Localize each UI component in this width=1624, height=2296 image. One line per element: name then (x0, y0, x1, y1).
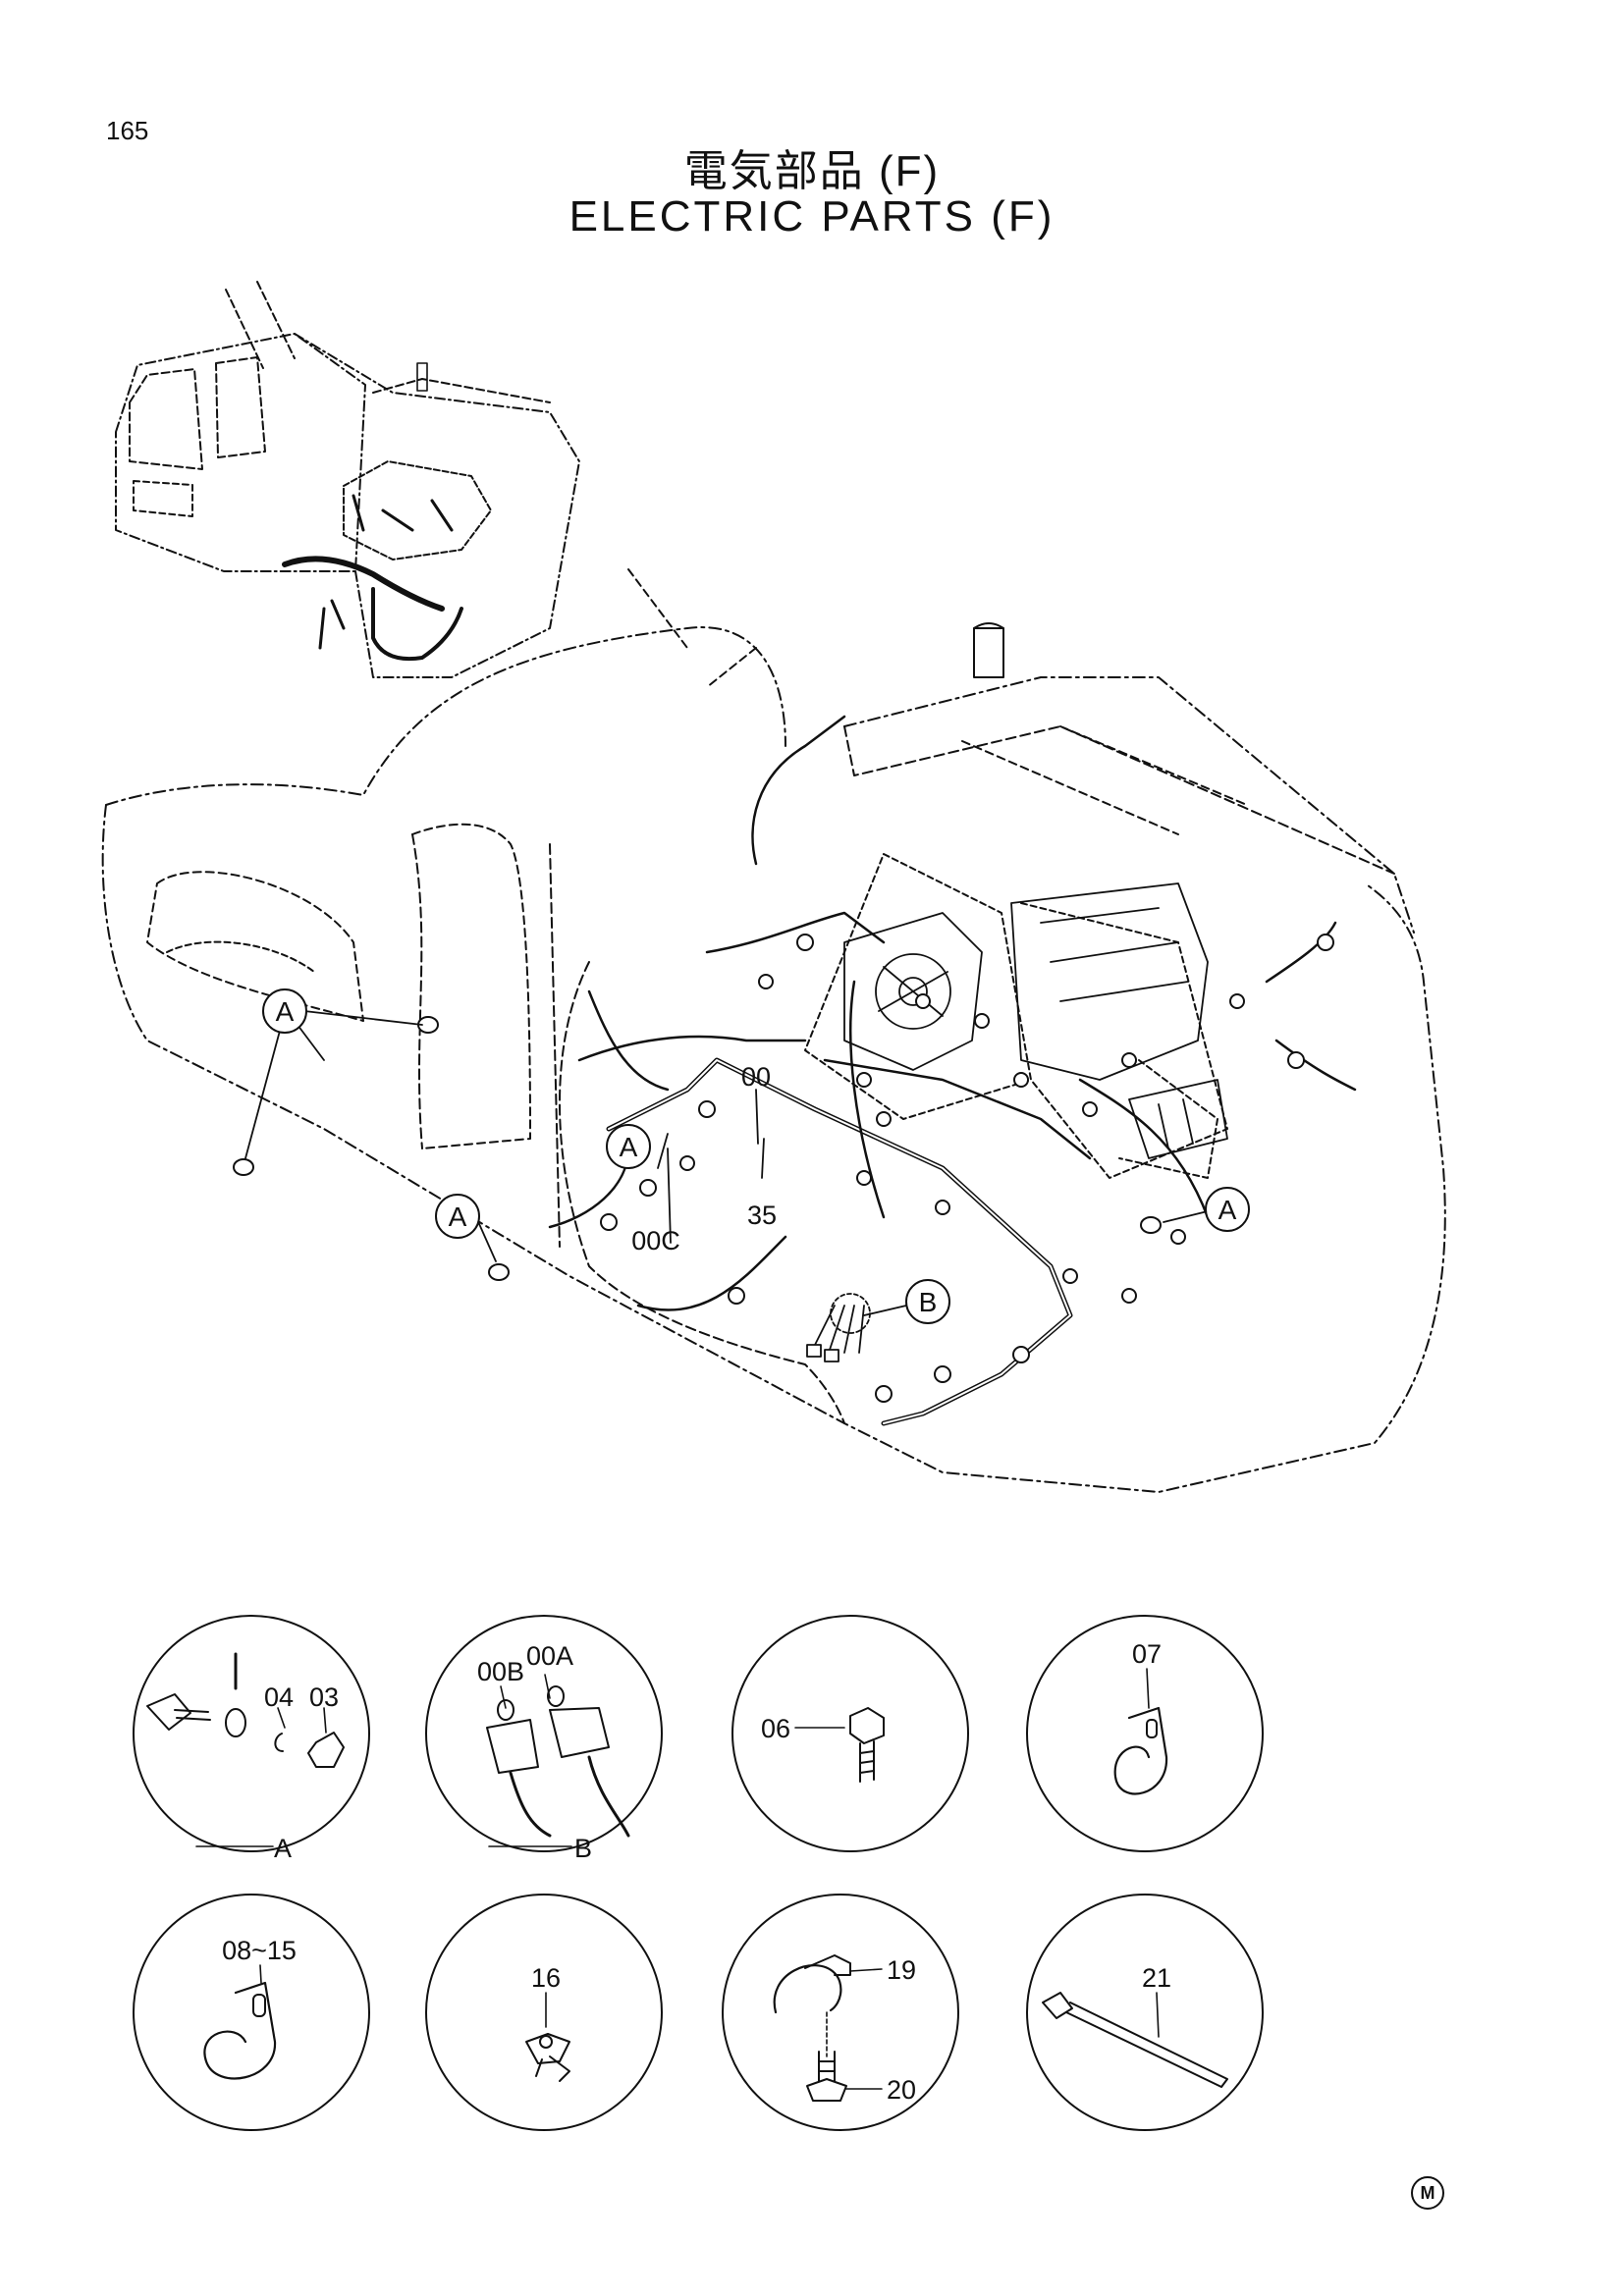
wire-harness (548, 715, 1357, 1426)
detail-tie-part-21: 21 (1142, 1963, 1171, 1993)
callout-00c: 00C (631, 1226, 680, 1255)
detail-b-part-00b: 00B (477, 1657, 524, 1686)
detail-tie (1026, 1894, 1264, 2131)
detail-a (133, 1615, 370, 1852)
detail-clip-part-07: 07 (1132, 1639, 1162, 1669)
detail-a-part-04: 04 (264, 1682, 294, 1712)
harness-clips (600, 934, 1334, 1403)
detail-clip16-part-16: 16 (531, 1963, 561, 1993)
detail-bolt (731, 1615, 969, 1852)
detail-b-part-00a: 00A (526, 1641, 573, 1671)
detail-b-view-label: B (574, 1834, 592, 1863)
detail-clamp-bolt-part-20: 20 (887, 2075, 916, 2105)
callout-bubble-a-1 (262, 988, 307, 1034)
detail-bolt-part-06: 06 (761, 1714, 790, 1743)
detail-a-view-label: A (274, 1834, 292, 1863)
m-mark: M (1411, 2176, 1444, 2210)
detail-clip16 (425, 1894, 663, 2131)
callout-a-1-label: A (276, 996, 295, 1027)
main-machine (101, 568, 1446, 1493)
callout-bubble-a-4 (1205, 1187, 1250, 1232)
overview-machine (115, 281, 580, 678)
detail-clamp-bolt-part-19: 19 (887, 1955, 916, 1985)
callout-00: 00 (741, 1062, 771, 1092)
connector-cluster-b (806, 1293, 871, 1362)
detail-b (425, 1615, 663, 1852)
callout-bubble-b (905, 1279, 950, 1324)
callout-a-4-label: A (1218, 1195, 1237, 1225)
title-japanese: 電気部品 (F) (683, 147, 941, 195)
callout-b-label: B (919, 1287, 938, 1317)
detail-a-part-03: 03 (309, 1682, 339, 1712)
detail-clamp-part-08-15: 08~15 (222, 1936, 297, 1965)
title-english: ELECTRIC PARTS (F) (568, 192, 1056, 240)
engine-block (843, 882, 1228, 1159)
grommets (233, 1016, 1162, 1281)
callout-bubble-a-2 (606, 1124, 651, 1169)
callout-35: 35 (747, 1201, 777, 1230)
callout-bubble-a-3 (435, 1194, 480, 1239)
detail-clamp-bolt (722, 1894, 959, 2131)
detail-clip (1026, 1615, 1264, 1852)
callout-a-2-label: A (620, 1132, 638, 1162)
callout-a-3-label: A (449, 1201, 467, 1232)
page-number: 165 (106, 116, 149, 145)
detail-clamp (133, 1894, 370, 2131)
